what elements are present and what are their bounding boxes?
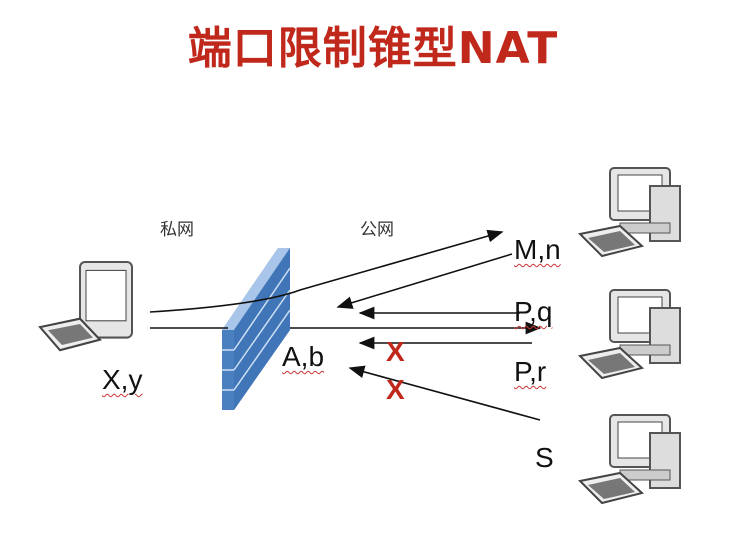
computer-icon-p [579, 289, 681, 379]
computer-icon-mn [579, 167, 681, 257]
blocked-mark-s: X [386, 374, 405, 405]
host-pr-label: P,r [514, 356, 547, 387]
host-s-label: S [535, 442, 554, 473]
nat-address-label: A,b [282, 341, 325, 372]
internal-computer-icon [38, 260, 133, 352]
firewall-icon [222, 248, 291, 410]
reply-flow-from-mn [336, 253, 513, 309]
outgoing-flow-to-mn [149, 229, 504, 313]
internal-address-label: X,y [102, 364, 143, 395]
blocked-mark-pr: X [386, 336, 405, 367]
computer-icon-s [579, 414, 681, 504]
public-network-label: 公网 [360, 220, 394, 240]
private-network-label: 私网 [160, 220, 194, 240]
blocked-flow-from-s [348, 365, 541, 421]
title: 端口限制锥型NAT [187, 23, 559, 74]
host-mn-label: M,n [514, 234, 561, 265]
host-pq-label: P,q [514, 296, 553, 327]
